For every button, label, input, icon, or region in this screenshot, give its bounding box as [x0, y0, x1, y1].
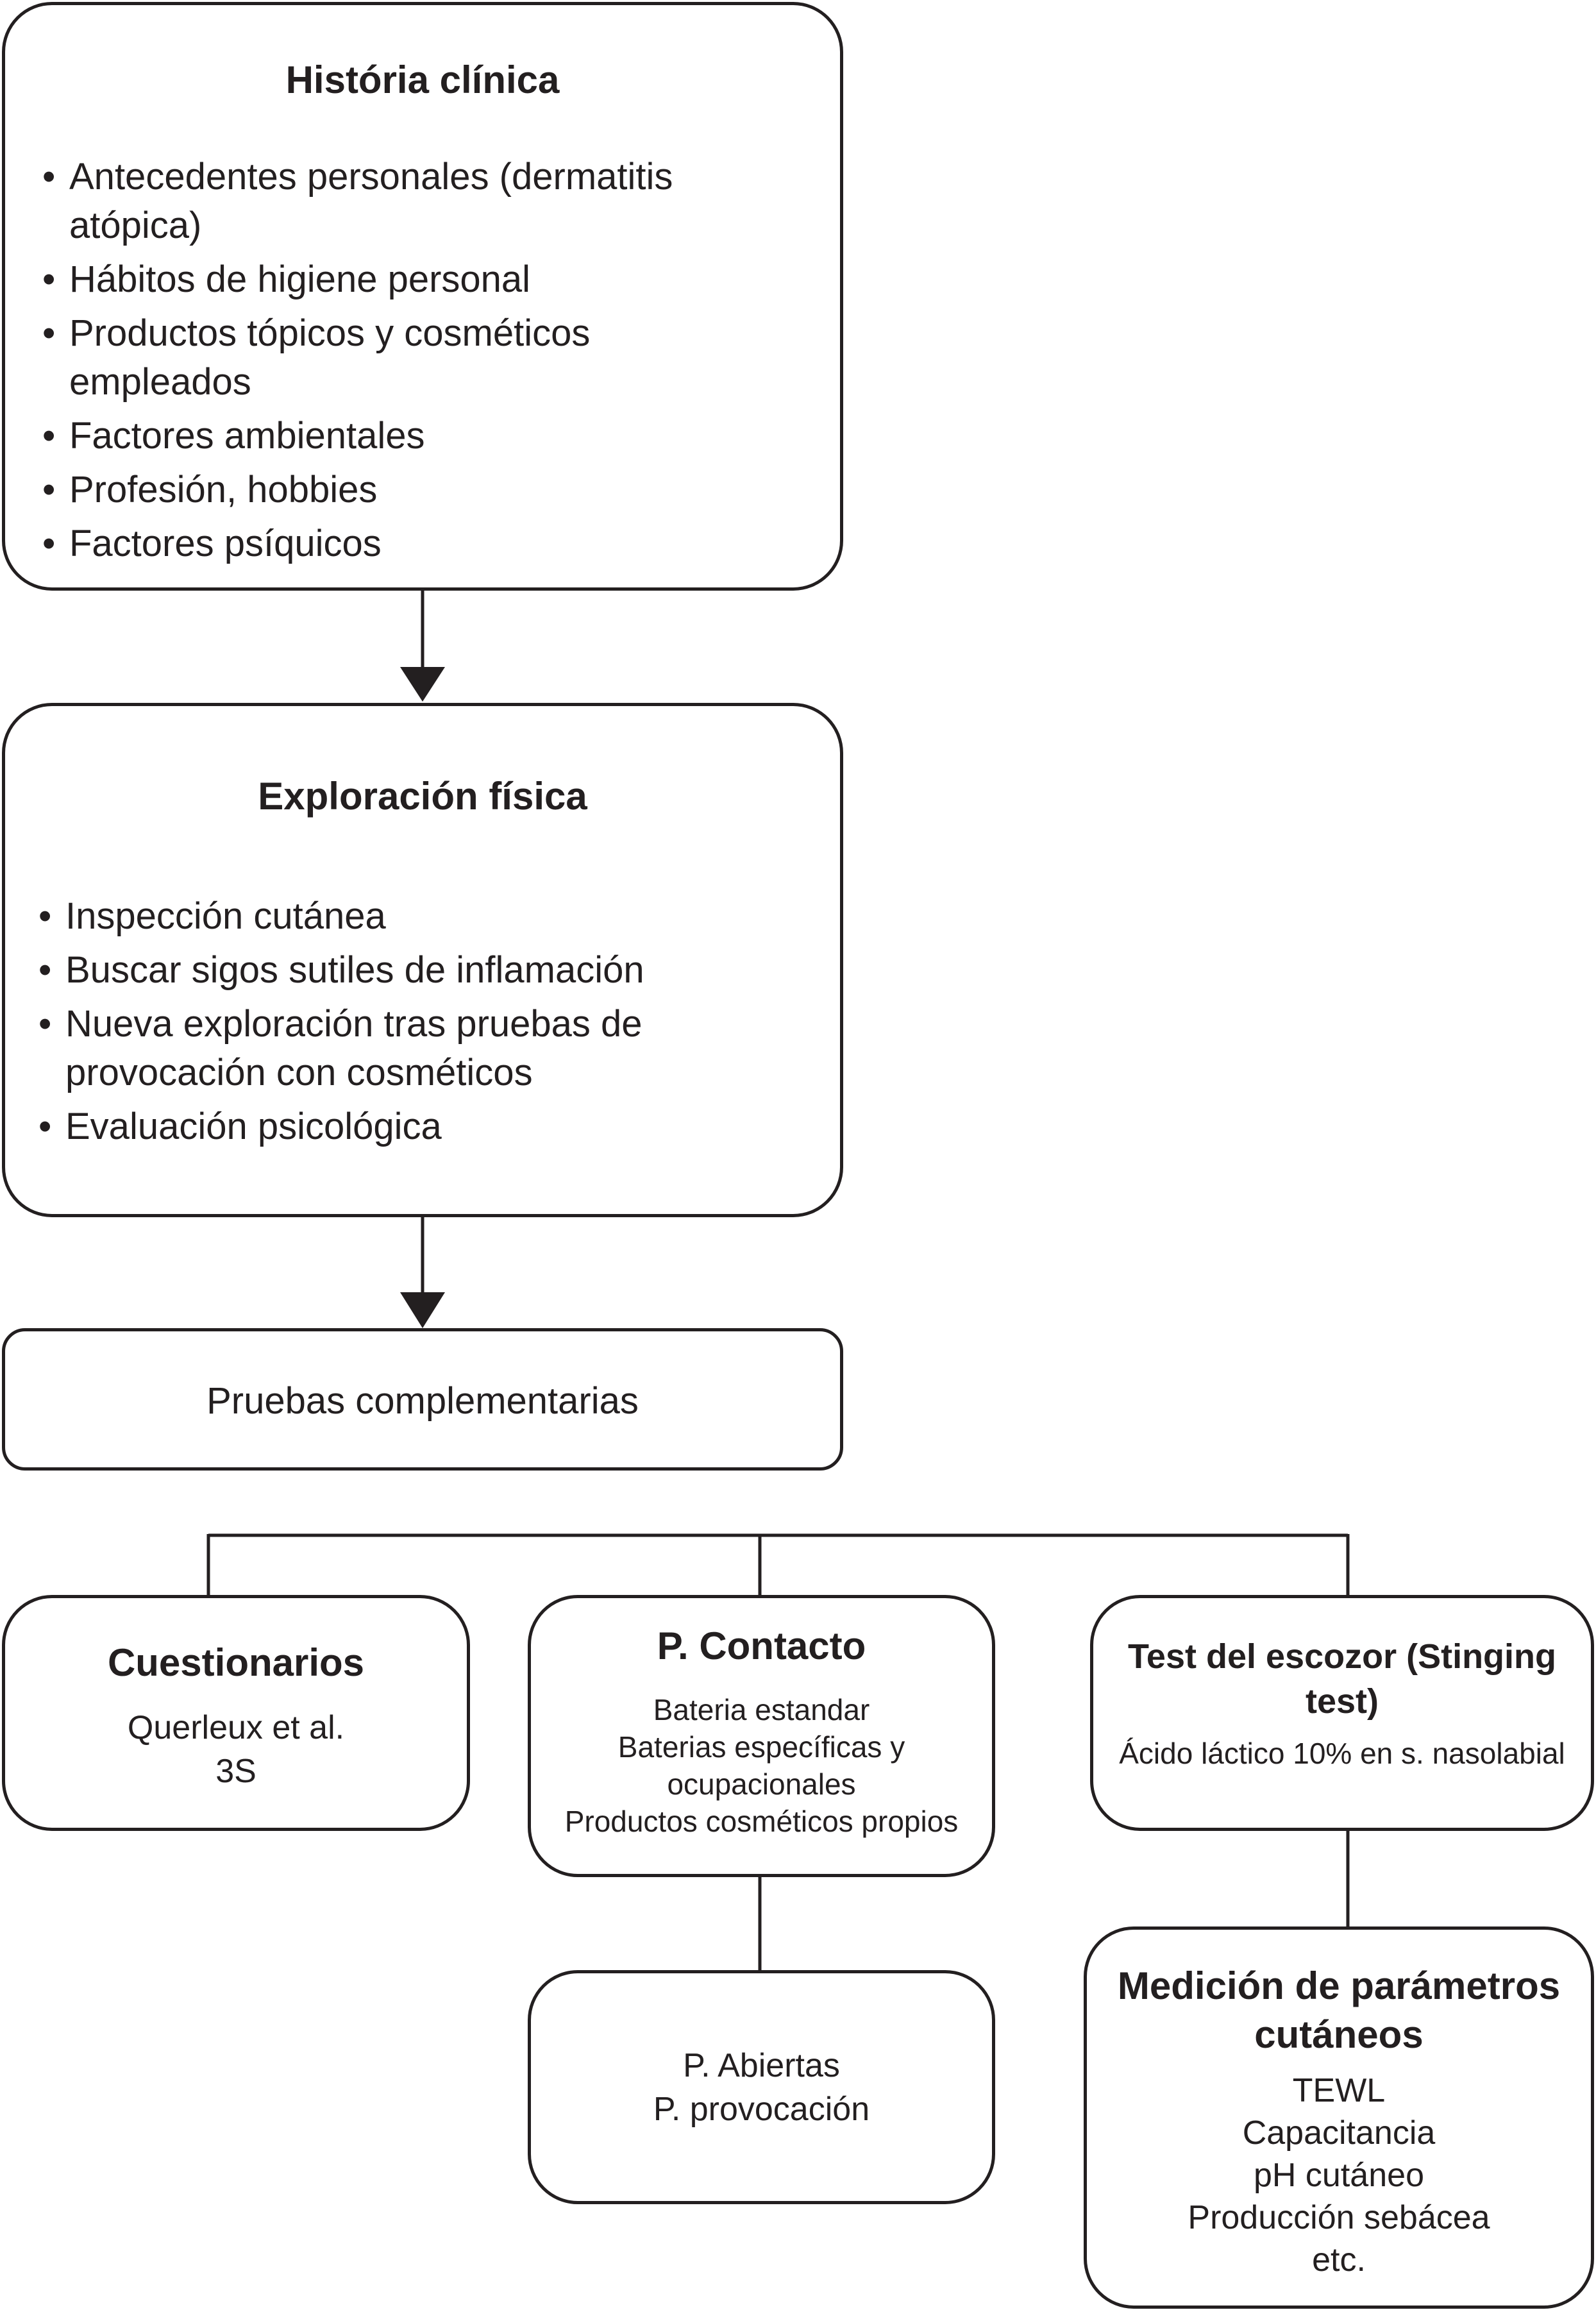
list-item: Evaluación psicológica — [38, 1102, 808, 1151]
list-item: Hábitos de higiene personal — [42, 255, 799, 304]
list-item: pH cutáneo — [1254, 2157, 1424, 2194]
historia-clinica-list: Antecedentes personales (dermatitis atóp… — [42, 153, 799, 573]
pruebas-complementarias-box: Pruebas complementarias — [2, 1328, 843, 1471]
list-item: Bateria estandar — [653, 1693, 870, 1726]
exploracion-fisica-title: Exploración física — [258, 775, 587, 818]
list-item: Productos cosméticos propios — [564, 1805, 959, 1838]
test-escozor-title-line: test) — [1305, 1682, 1379, 1721]
list-item: 3S — [215, 1753, 256, 1790]
list-item: Baterias específicas y — [617, 1730, 905, 1764]
list-item: Profesión, hobbies — [42, 466, 799, 514]
list-item: Ácido láctico 10% en s. nasolabial — [1119, 1737, 1565, 1770]
test-escozor-box: Test del escozor (Stinging test) Ácido l… — [1090, 1595, 1594, 1831]
test-escozor-title-line: Test del escozor (Stinging — [1127, 1637, 1557, 1676]
p-contacto-box: P. Contacto Bateria estandar Baterias es… — [528, 1595, 995, 1877]
exploracion-fisica-list: Inspección cutánea Buscar sigos sutiles … — [38, 892, 808, 1156]
list-item: Querleux et al. — [127, 1709, 345, 1746]
p-contacto-list: Bateria estandar Baterias específicas y … — [531, 1691, 992, 1840]
p-abiertas-list: P. Abiertas P. provocación — [531, 2044, 992, 2131]
list-item: etc. — [1312, 2241, 1366, 2279]
pruebas-complementarias-label: Pruebas complementarias — [206, 1380, 639, 1422]
exploracion-fisica-box: Exploración física Inspección cutánea Bu… — [2, 703, 843, 1217]
list-item: Nueva exploración tras pruebas de provoc… — [38, 1000, 745, 1097]
test-escozor-title: Test del escozor (Stinging test) — [1093, 1634, 1591, 1724]
test-escozor-list: Ácido láctico 10% en s. nasolabial — [1093, 1734, 1591, 1773]
medicion-parametros-box: Medición de parámetros cutáneos TEWL Cap… — [1084, 1926, 1594, 2309]
list-item: Antecedentes personales (dermatitis atóp… — [42, 153, 762, 250]
p-contacto-title: P. Contacto — [657, 1624, 866, 1667]
list-item: Inspección cutánea — [38, 892, 808, 941]
list-item: Factores ambientales — [42, 412, 799, 460]
list-item: Factores psíquicos — [42, 519, 799, 568]
medicion-parametros-title-line: cutáneos — [1254, 2013, 1424, 2056]
list-item: Capacitancia — [1242, 2114, 1436, 2152]
list-item: Buscar sigos sutiles de inflamación — [38, 946, 808, 995]
list-item: P. provocación — [653, 2091, 870, 2128]
list-item: ocupacionales — [667, 1767, 856, 1801]
arrow-head-icon — [400, 1292, 445, 1328]
medicion-parametros-title: Medición de parámetros cutáneos — [1087, 1962, 1591, 2059]
cuestionarios-list: Querleux et al. 3S — [5, 1706, 467, 1793]
cuestionarios-title: Cuestionarios — [107, 1641, 365, 1684]
arrow-head-icon — [400, 667, 445, 702]
list-item: Producción sebácea — [1188, 2199, 1490, 2236]
p-abiertas-box: P. Abiertas P. provocación — [528, 1970, 995, 2204]
list-item: TEWL — [1292, 2072, 1386, 2109]
list-item: Productos tópicos y cosméticos empleados — [42, 309, 710, 407]
medicion-parametros-title-line: Medición de parámetros — [1117, 1964, 1561, 2007]
medicion-parametros-list: TEWL Capacitancia pH cutáneo Producción … — [1087, 2070, 1591, 2281]
historia-clinica-title: História clínica — [285, 58, 560, 101]
historia-clinica-box: História clínica Antecedentes personales… — [2, 2, 843, 591]
cuestionarios-box: Cuestionarios Querleux et al. 3S — [2, 1595, 470, 1831]
list-item: P. Abiertas — [683, 2047, 840, 2084]
